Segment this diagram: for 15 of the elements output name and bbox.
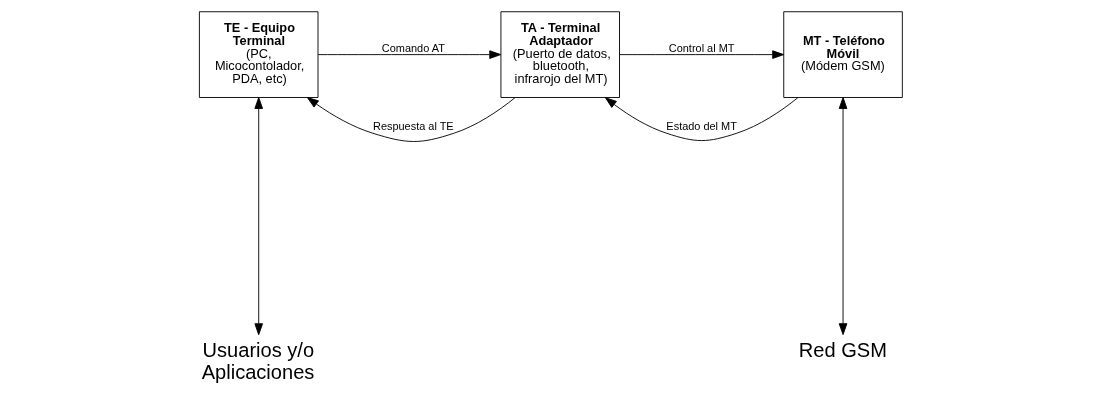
node-box: TA - Terminal Adaptador (Puerto de datos, bluetooth, infrarojo del MT) bbox=[500, 11, 620, 98]
node-text: Red GSM bbox=[798, 339, 887, 362]
edge-label: Respuesta al TE bbox=[373, 119, 454, 132]
arrow bbox=[605, 97, 799, 141]
edge-label: Comando AT bbox=[381, 41, 445, 54]
edge-label: Control al MT bbox=[668, 41, 735, 54]
edge-label: Estado del MT bbox=[666, 119, 737, 132]
arrow bbox=[838, 97, 848, 336]
arrow bbox=[317, 50, 502, 59]
node-box: MT - Teléfono Móvil (Módem GSM) bbox=[783, 11, 903, 98]
node-box: TE - Equipo Terminal (PC, Micocontolador, PDA, etc) bbox=[198, 11, 319, 98]
arrow bbox=[254, 97, 263, 336]
node-text: Usuarios y/o Aplicaciones bbox=[201, 339, 315, 384]
arrow bbox=[306, 97, 516, 142]
arrow bbox=[619, 50, 785, 59]
